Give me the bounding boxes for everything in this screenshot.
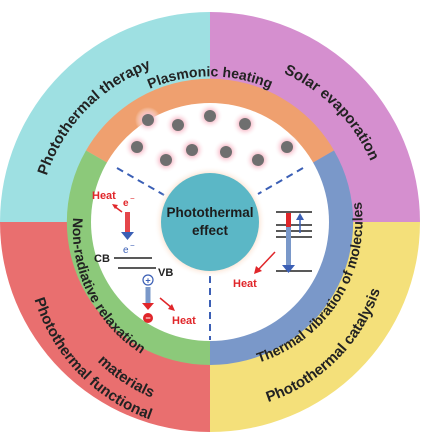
center-title-line1: Photothermal bbox=[166, 205, 253, 220]
heat-arrowhead-right bbox=[254, 266, 262, 274]
nanoparticle bbox=[232, 111, 258, 137]
excitation-arrow-bar bbox=[286, 218, 291, 266]
heat-arrow-bottom bbox=[159, 297, 173, 309]
hole-symbol bbox=[142, 274, 154, 286]
recombination-bar bbox=[145, 287, 151, 305]
nanoparticle-group bbox=[124, 103, 300, 173]
excitation-arrowhead bbox=[282, 265, 295, 273]
nanoparticle bbox=[197, 103, 223, 129]
nanoparticle bbox=[213, 139, 239, 165]
nanoparticle bbox=[274, 134, 300, 160]
electron-symbol bbox=[143, 313, 153, 323]
heat-arrowhead-top bbox=[112, 204, 118, 209]
electron-arrowhead bbox=[121, 232, 134, 240]
heat-arrowhead-bottom bbox=[168, 304, 175, 311]
vb-label: VB bbox=[158, 267, 173, 279]
heat-label-right: Heat bbox=[233, 278, 257, 290]
recombination-arrowhead bbox=[142, 303, 154, 310]
vibration-mechanism: Heat bbox=[233, 211, 312, 290]
dashed-divider-left bbox=[116, 167, 165, 196]
nonradiative-mechanism: Heat e − e − CB VB + − Heat bbox=[92, 190, 196, 327]
nanoparticle bbox=[153, 147, 179, 173]
nanoparticle bbox=[124, 134, 150, 160]
electron-label-top: e bbox=[123, 198, 129, 209]
cb-label: CB bbox=[94, 253, 110, 265]
center-circle bbox=[161, 173, 259, 271]
electron-minus: − bbox=[145, 313, 150, 323]
electron-sup-top: − bbox=[130, 194, 135, 203]
up-arrowhead bbox=[296, 213, 304, 220]
dashed-divider-right bbox=[257, 167, 304, 195]
electron-sup-bottom: − bbox=[130, 241, 135, 250]
nanoparticle bbox=[135, 107, 161, 133]
electron-label-bottom: e bbox=[123, 245, 129, 256]
heat-label-top: Heat bbox=[92, 190, 116, 202]
nanoparticle bbox=[179, 137, 205, 163]
hole-plus: + bbox=[145, 276, 150, 286]
nanoparticle bbox=[165, 112, 191, 138]
electron-arrow-bar bbox=[125, 212, 130, 234]
excitation-arrow-top bbox=[286, 213, 291, 227]
heat-label-bottom: Heat bbox=[172, 315, 196, 327]
center-title-line2: effect bbox=[192, 223, 229, 238]
heat-arrow-right bbox=[257, 251, 276, 271]
nanoparticle bbox=[245, 147, 271, 173]
